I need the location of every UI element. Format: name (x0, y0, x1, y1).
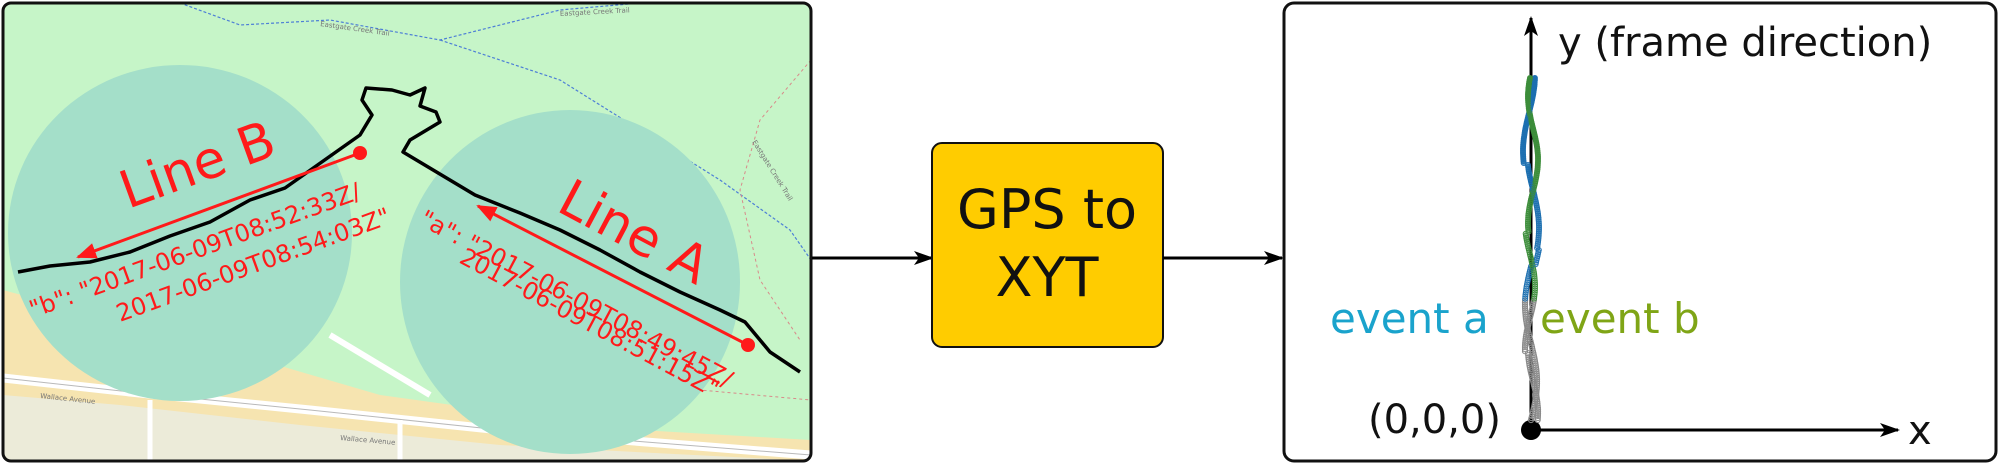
map-road-side (328, 332, 432, 398)
process-box: GPS to XYT (931, 142, 1164, 348)
line-b-arrow (76, 151, 361, 259)
xyt-plot-panel: y (frame direction) x (0,0,0) event a ev… (1282, 1, 1998, 463)
trajectory-point (1525, 216, 1532, 223)
event-a-label: event a (1330, 294, 1489, 343)
map-street-label: Eastgate Creek Trail (560, 6, 630, 18)
trajectory-point (1534, 414, 1541, 422)
line-a-start-point (741, 338, 755, 352)
process-label-line2: XYT (996, 246, 1100, 309)
buffer-circle-a (400, 110, 740, 454)
trajectory-point (1522, 309, 1529, 316)
trajectory-point (1522, 342, 1529, 349)
trajectory-point (1521, 346, 1529, 353)
trajectory-point (1534, 412, 1542, 420)
trajectory-point (1522, 307, 1529, 314)
trajectory-point (1521, 299, 1529, 306)
origin-point (1521, 420, 1541, 440)
trajectory-point (1525, 352, 1532, 359)
trajectory-point (1525, 354, 1532, 361)
trajectory-point (1527, 75, 1534, 82)
trajectory-point (1533, 368, 1540, 375)
trajectory-point (1525, 224, 1532, 231)
xyt-trajectory (1520, 75, 1543, 424)
plot-panel-border (1282, 1, 1998, 463)
line-a-arrow (476, 204, 749, 347)
trajectory-point (1536, 224, 1543, 231)
trajectory-point (1522, 297, 1529, 304)
map-panel-border (1, 1, 813, 463)
process-label-line1: GPS to (957, 178, 1137, 241)
origin-label: (0,0,0) (1368, 397, 1501, 443)
map-stream (179, 3, 641, 41)
gps-track (17, 86, 801, 374)
trajectory-point (1531, 75, 1538, 82)
map-panel: Eastgate Creek Trail Eastgate Creek Trai… (1, 1, 813, 463)
trajectory-point (1532, 285, 1539, 292)
line-b-start-point (353, 146, 367, 160)
trajectory-point (1532, 362, 1539, 369)
trajectory-point (1521, 344, 1529, 351)
trajectory-point (1521, 303, 1529, 310)
event-b-label: event b (1540, 294, 1700, 343)
x-axis-label: x (1908, 408, 1932, 454)
trajectory-point (1522, 313, 1529, 320)
trajectory-point (1534, 416, 1541, 424)
trajectory-point (1521, 301, 1529, 308)
trajectory-point (1530, 297, 1537, 304)
y-axis-label: y (frame direction) (1558, 20, 1932, 66)
trajectory-point (1521, 348, 1529, 355)
trajectory-point (1525, 356, 1532, 363)
trajectory-point (1531, 287, 1538, 294)
trajectory-point (1522, 340, 1529, 347)
trajectory-point (1536, 226, 1543, 233)
trajectory-point (1526, 362, 1533, 369)
trajectory-point (1525, 218, 1532, 225)
trajectory-point (1533, 382, 1541, 389)
trajectory-point (1522, 305, 1529, 312)
trajectory-point (1534, 410, 1542, 417)
